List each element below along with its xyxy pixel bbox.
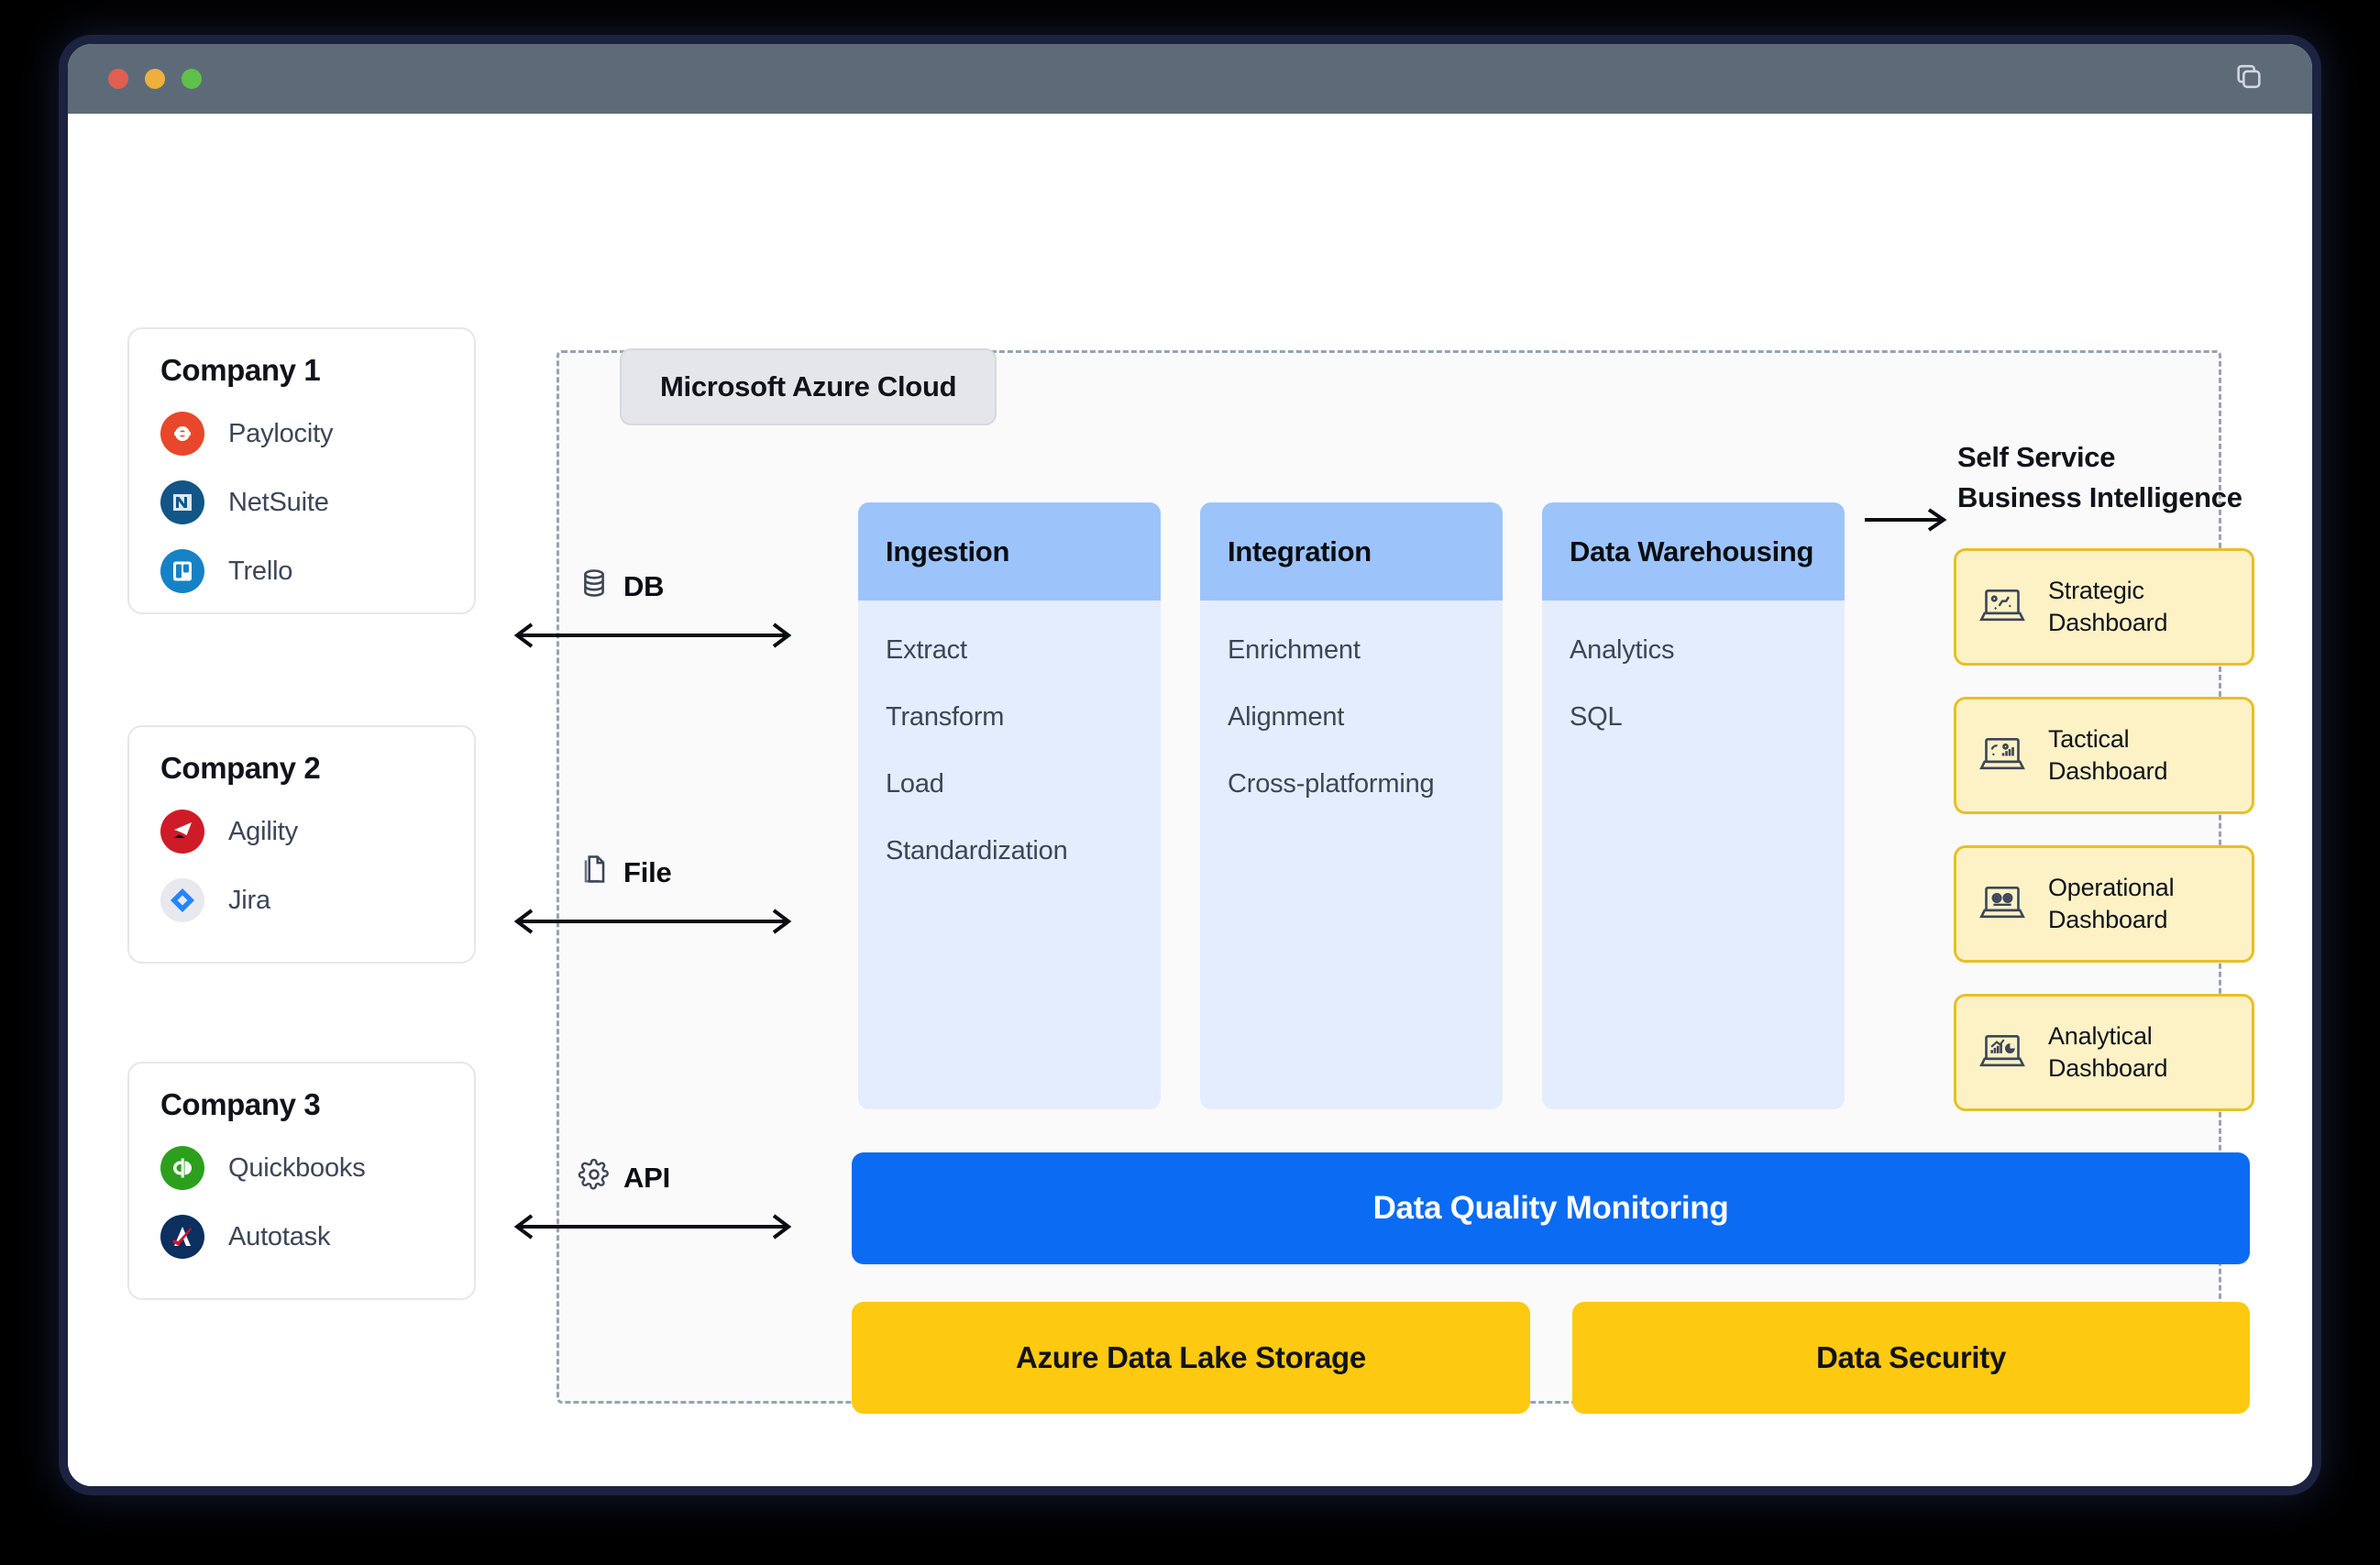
stage-column-data-warehousing: Data Warehousing Analytics SQL: [1542, 502, 1845, 1109]
agility-icon: [160, 810, 204, 854]
azure-cloud-label: Microsoft Azure Cloud: [620, 348, 997, 425]
copy-windows-icon[interactable]: [2233, 61, 2264, 97]
laptop-scatter-icon: [1977, 579, 2028, 635]
stage-column-integration: Integration Enrichment Alignment Cross-p…: [1200, 502, 1503, 1109]
connector-file-label: File: [578, 853, 799, 893]
dashboard-label-line2: Dashboard: [2048, 906, 2168, 933]
stage-title: Data Warehousing: [1542, 502, 1845, 601]
minimize-button[interactable]: [145, 69, 165, 89]
dashboard-card-operational[interactable]: Operational Dashboard: [1954, 845, 2254, 963]
stage-item: Standardization: [886, 836, 1068, 865]
file-arrow: [513, 909, 792, 934]
stage-item: Load: [886, 769, 944, 799]
paylocity-icon: [160, 412, 204, 456]
company-card-2: Company 2 Agility: [127, 725, 476, 964]
file-icon: [578, 853, 611, 893]
stage-items: Extract Transform Load Standardization: [858, 601, 1161, 866]
api-arrow: [513, 1214, 792, 1240]
bar-data-quality-monitoring[interactable]: Data Quality Monitoring: [852, 1152, 2250, 1264]
stage-item: Alignment: [1228, 702, 1345, 732]
app-row-jira[interactable]: Jira: [160, 878, 446, 922]
stage-item: Enrichment: [1228, 635, 1361, 665]
app-row-netsuite[interactable]: NetSuite: [160, 480, 446, 524]
stage-column-ingestion: Ingestion Extract Transform Load Standar…: [858, 502, 1161, 1109]
connector-file: File: [506, 853, 799, 942]
database-icon: [578, 567, 611, 607]
app-label: Quickbooks: [228, 1152, 366, 1183]
company-title: Company 3: [160, 1087, 321, 1121]
app-label: Trello: [228, 556, 293, 586]
company-card-3: Company 3 Quickbooks: [127, 1062, 476, 1300]
stage-item: Analytics: [1570, 635, 1675, 665]
stage-title: Ingestion: [858, 502, 1161, 601]
app-label: Autotask: [228, 1221, 331, 1251]
company-title: Company 1: [160, 353, 321, 387]
stage-item: Transform: [886, 702, 1005, 732]
app-label: Agility: [228, 816, 298, 846]
dashboard-label-line2: Dashboard: [2048, 609, 2168, 636]
diagram-canvas: Company 1 Paylocity: [68, 114, 2312, 1486]
dashboard-label-line1: Tactical: [2048, 725, 2130, 754]
traffic-lights: [108, 69, 202, 89]
window-titlebar: [68, 44, 2312, 114]
dashboard-label: Analytical Dashboard: [2048, 1020, 2167, 1084]
close-button[interactable]: [108, 69, 128, 89]
stage-item: SQL: [1570, 702, 1623, 732]
dashboard-label-line2: Dashboard: [2048, 1054, 2168, 1082]
maximize-button[interactable]: [182, 69, 202, 89]
app-label: Jira: [228, 885, 270, 915]
netsuite-icon: [160, 480, 204, 524]
bar-azure-data-lake-storage[interactable]: Azure Data Lake Storage: [852, 1302, 1530, 1414]
app-label: NetSuite: [228, 487, 329, 517]
dashboard-label: Tactical Dashboard: [2048, 723, 2167, 787]
app-row-quickbooks[interactable]: Quickbooks: [160, 1146, 446, 1190]
app-row-autotask[interactable]: Autotask: [160, 1215, 446, 1259]
stage-title: Integration: [1200, 502, 1503, 601]
dashboard-label-line2: Dashboard: [2048, 757, 2168, 785]
app-row-paylocity[interactable]: Paylocity: [160, 412, 446, 456]
connector-db: DB: [506, 567, 799, 656]
laptop-pie-icon: [1977, 1025, 2028, 1081]
dashboard-card-strategic[interactable]: Strategic Dashboard: [1954, 548, 2254, 666]
stage-item: Cross-platforming: [1228, 769, 1435, 799]
db-arrow: [513, 623, 792, 648]
connector-api-label: API: [578, 1158, 799, 1198]
stage-items: Enrichment Alignment Cross-platforming: [1200, 601, 1503, 799]
bi-heading-line2: Business Intelligence: [1957, 481, 2242, 514]
app-label: Paylocity: [228, 418, 334, 448]
dashboard-label-line1: Strategic: [2048, 577, 2144, 605]
trello-icon: [160, 549, 204, 593]
dashboard-label-line1: Operational: [2048, 874, 2175, 902]
app-row-trello[interactable]: Trello: [160, 549, 446, 593]
dashboard-card-tactical[interactable]: Tactical Dashboard: [1954, 697, 2254, 814]
dashboard-label: Operational Dashboard: [2048, 872, 2175, 935]
connector-db-label: DB: [578, 567, 799, 607]
connector-api: API: [506, 1158, 799, 1247]
laptop-gears-icon: [1977, 876, 2028, 932]
company-card-1: Company 1 Paylocity: [127, 327, 476, 614]
stage-items: Analytics SQL: [1542, 601, 1845, 733]
dashboard-card-analytical[interactable]: Analytical Dashboard: [1954, 994, 2254, 1111]
jira-icon: [160, 878, 204, 922]
company-title: Company 2: [160, 751, 321, 785]
dashboard-label-line1: Analytical: [2048, 1022, 2153, 1051]
bi-heading: Self Service Business Intelligence: [1957, 437, 2242, 518]
bar-data-security[interactable]: Data Security: [1572, 1302, 2250, 1414]
browser-window: Company 1 Paylocity: [68, 44, 2312, 1486]
stage-item: Extract: [886, 635, 967, 665]
autotask-icon: [160, 1215, 204, 1259]
laptop-bars-icon: [1977, 728, 2028, 784]
dashboard-label: Strategic Dashboard: [2048, 575, 2167, 638]
arrow-to-bi-icon: [1865, 508, 1947, 532]
quickbooks-icon: [160, 1146, 204, 1190]
app-row-agility[interactable]: Agility: [160, 810, 446, 854]
bi-heading-line1: Self Service: [1957, 441, 2116, 473]
gear-icon: [578, 1158, 611, 1198]
